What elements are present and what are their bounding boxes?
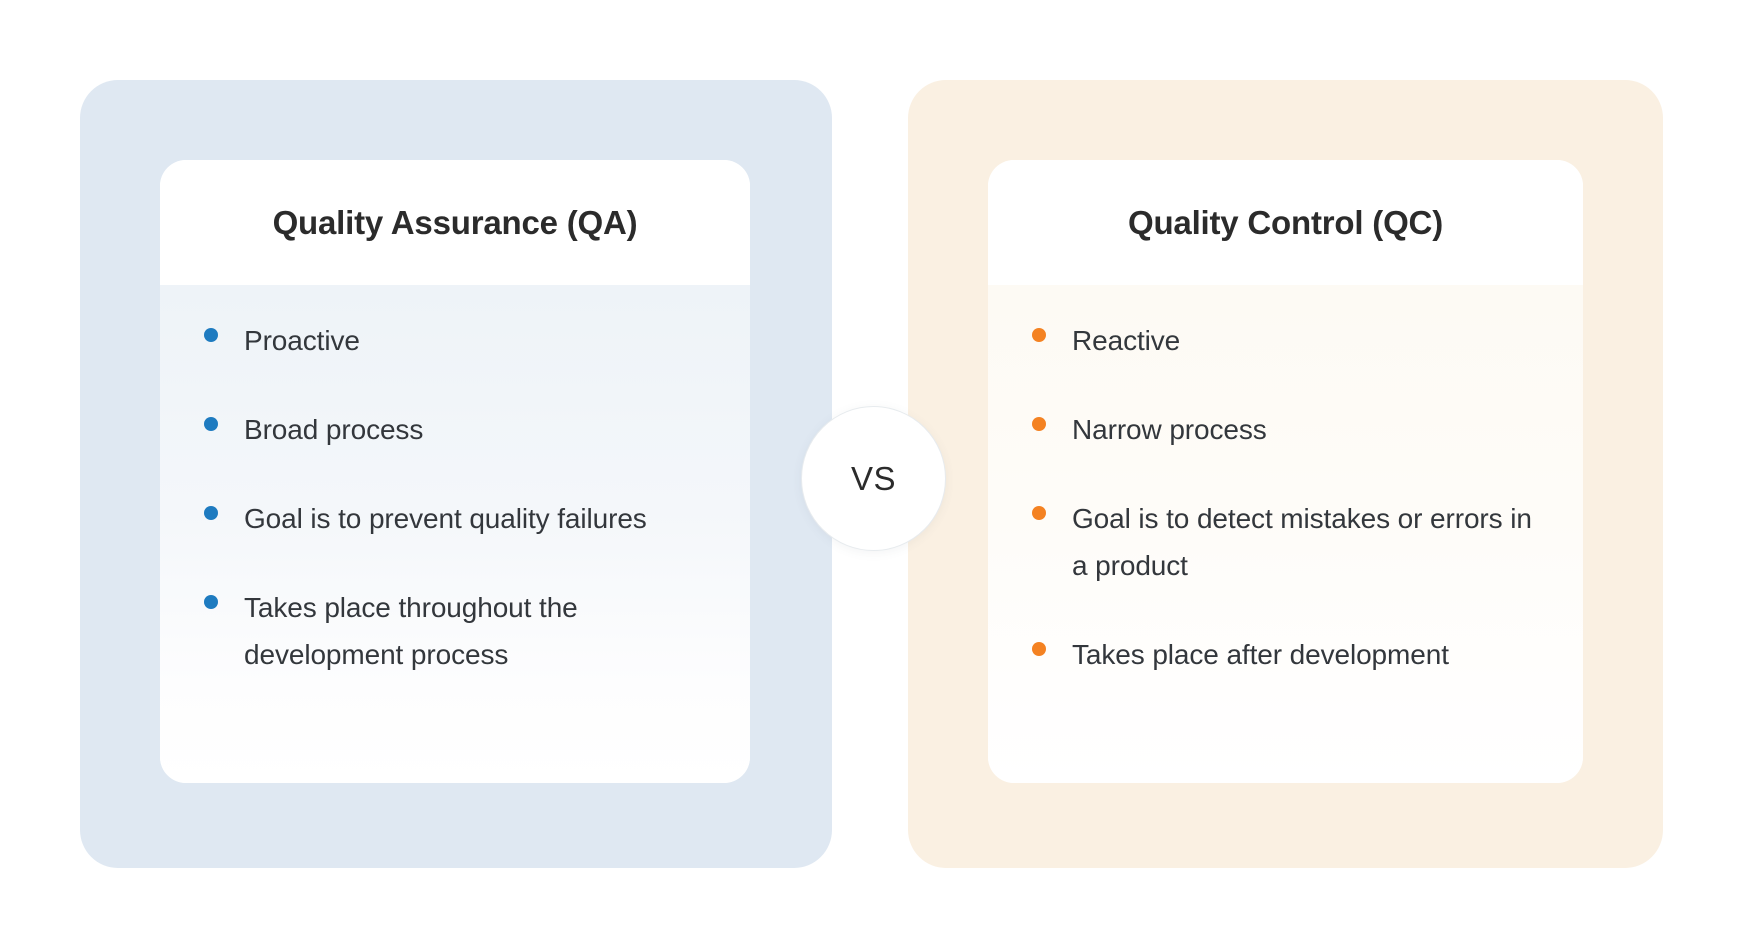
card-qa: Quality Assurance (QA) Proactive Broad p… (160, 160, 750, 783)
list-item-label: Goal is to detect mistakes or errors in … (1072, 503, 1532, 581)
bullet-list-qa: Proactive Broad process Goal is to preve… (204, 317, 706, 678)
bullet-dot-icon (204, 506, 218, 520)
card-qa-header: Quality Assurance (QA) (160, 160, 750, 285)
list-item: Narrow process (1032, 406, 1539, 453)
vs-label: VS (850, 459, 897, 497)
list-item: Reactive (1032, 317, 1539, 364)
bullet-dot-icon (204, 328, 218, 342)
list-item-label: Narrow process (1072, 414, 1267, 445)
list-item: Broad process (204, 406, 706, 453)
list-item-label: Goal is to prevent quality failures (244, 503, 647, 534)
bullet-dot-icon (1032, 642, 1046, 656)
list-item: Takes place throughout the development p… (204, 584, 706, 678)
bullet-list-qc: Reactive Narrow process Goal is to detec… (1032, 317, 1539, 678)
bullet-dot-icon (1032, 328, 1046, 342)
bullet-dot-icon (1032, 417, 1046, 431)
list-item-label: Takes place after development (1072, 639, 1449, 670)
list-item-label: Proactive (244, 325, 360, 356)
card-qc: Quality Control (QC) Reactive Narrow pro… (988, 160, 1583, 783)
card-qc-title: Quality Control (QC) (1128, 203, 1443, 241)
vs-badge: VS (801, 406, 946, 551)
card-qa-body: Proactive Broad process Goal is to preve… (160, 285, 750, 783)
bullet-dot-icon (1032, 506, 1046, 520)
bullet-dot-icon (204, 595, 218, 609)
card-qc-body: Reactive Narrow process Goal is to detec… (988, 285, 1583, 783)
list-item-label: Broad process (244, 414, 424, 445)
card-qa-title: Quality Assurance (QA) (272, 203, 638, 241)
list-item: Proactive (204, 317, 706, 364)
list-item: Takes place after development (1032, 631, 1539, 678)
list-item: Goal is to prevent quality failures (204, 495, 706, 542)
list-item-label: Takes place throughout the development p… (244, 592, 578, 670)
bullet-dot-icon (204, 417, 218, 431)
list-item: Goal is to detect mistakes or errors in … (1032, 495, 1539, 589)
list-item-label: Reactive (1072, 325, 1181, 356)
card-qc-header: Quality Control (QC) (988, 160, 1583, 285)
